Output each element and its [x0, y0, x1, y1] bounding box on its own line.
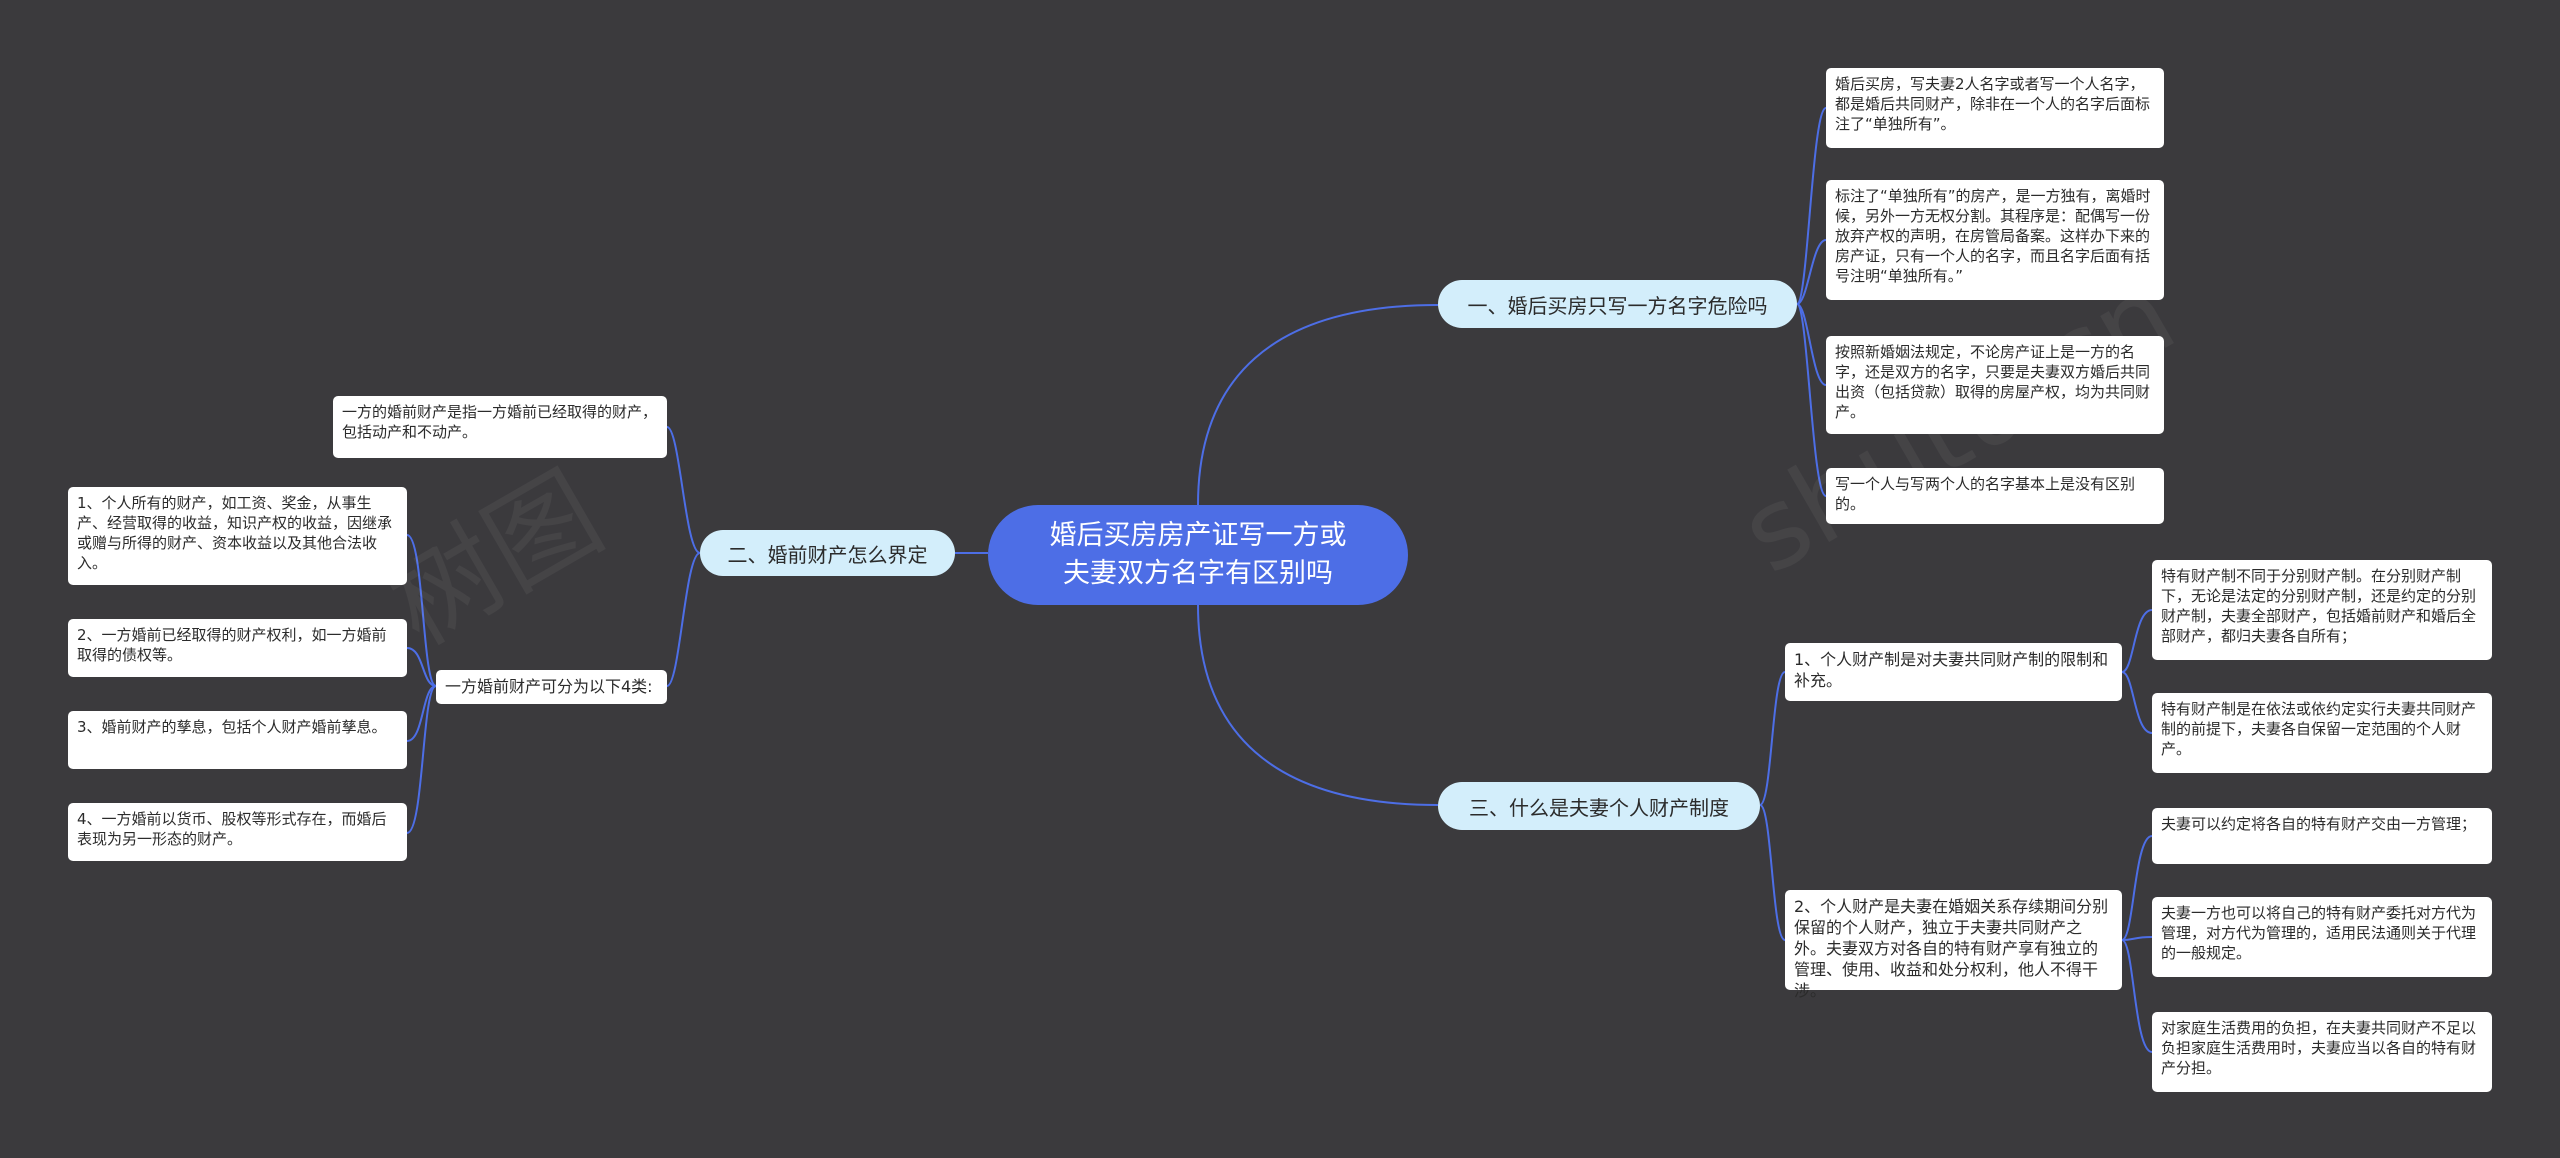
branch2-definition[interactable]: 一方的婚前财产是指一方婚前已经取得的财产，包括动产和不动产。: [333, 396, 667, 458]
branch2-category-1[interactable]: 1、个人所有的财产，如工资、奖金，从事生产、经营取得的收益，知识产权的收益，因继…: [68, 487, 407, 585]
branch3-sub-2[interactable]: 2、个人财产是夫妻在婚姻关系存续期间分别保留的个人财产，独立于夫妻共同财产之外。…: [1785, 890, 2122, 1000]
edge-b3-sub1: [1759, 671, 1786, 806]
edge-mid-leaf3: [406, 685, 437, 742]
edge-mid-leaf4: [406, 685, 437, 834]
branch1-leaf-2[interactable]: 标注了“单独所有”的房产，是一方独有，离婚时候，另外一方无权分割。其程序是：配偶…: [1826, 180, 2164, 300]
edge-b1-leaf4: [1796, 303, 1827, 497]
branch2-category-4[interactable]: 4、一方婚前以货币、股权等形式存在，而婚后表现为另一形态的财产。: [68, 803, 407, 861]
edge-sub2-leaf3: [2121, 939, 2153, 1053]
edge-b1-leaf1: [1796, 107, 1827, 305]
branch-1[interactable]: 一、婚后买房只写一方名字危险吗: [1438, 280, 1797, 328]
branch3-sub1-leaf-1[interactable]: 特有财产制不同于分别财产制。在分别财产制下，无论是法定的分别财产制，还是约定的分…: [2152, 560, 2492, 660]
edge-mid-leaf2: [406, 647, 437, 687]
edge-central-branch3: [1197, 604, 1439, 806]
central-topic[interactable]: 婚后买房房产证写一方或 夫妻双方名字有区别吗: [988, 505, 1408, 605]
edge-b2-mid: [666, 552, 701, 687]
edge-b1-leaf3: [1796, 303, 1827, 386]
branch3-sub2-leaf-3[interactable]: 对家庭生活费用的负担，在夫妻共同财产不足以负担家庭生活费用时，夫妻应当以各自的特…: [2152, 1012, 2492, 1092]
edge-sub2-leaf2: [2121, 936, 2153, 941]
branch2-category-2[interactable]: 2、一方婚前已经取得的财产权利，如一方婚前取得的债权等。: [68, 619, 407, 677]
branch-3[interactable]: 三、什么是夫妻个人财产制度: [1438, 782, 1760, 830]
central-topic-line2: 夫妻双方名字有区别吗: [1063, 558, 1333, 589]
branch3-sub1-leaf-2[interactable]: 特有财产制是在依法或依约定实行夫妻共同财产制的前提下，夫妻各自保留一定范围的个人…: [2152, 693, 2492, 773]
branch1-leaf-1[interactable]: 婚后买房，写夫妻2人名字或者写一个人名字，都是婚后共同财产，除非在一个人的名字后…: [1826, 68, 2164, 148]
edge-b2-def: [666, 426, 701, 554]
branch-2[interactable]: 二、婚前财产怎么界定: [700, 530, 955, 576]
branch2-four-categories[interactable]: 一方婚前财产可分为以下4类:: [436, 670, 667, 704]
edge-b1-leaf2: [1796, 239, 1827, 305]
branch1-leaf-4[interactable]: 写一个人与写两个人的名字基本上是没有区别的。: [1826, 468, 2164, 524]
edge-central-branch1: [1197, 304, 1439, 506]
edge-sub1-leaf1: [2121, 609, 2153, 673]
edge-sub1-leaf2: [2121, 671, 2153, 734]
edge-mid-leaf1: [406, 534, 437, 687]
branch3-sub2-leaf-2[interactable]: 夫妻一方也可以将自己的特有财产委托对方代为管理，对方代为管理的，适用民法通则关于…: [2152, 897, 2492, 977]
branch1-leaf-3[interactable]: 按照新婚姻法规定，不论房产证上是一方的名字，还是双方的名字，只要是夫妻双方婚后共…: [1826, 336, 2164, 434]
edge-b3-sub2: [1759, 804, 1786, 941]
branch3-sub-1[interactable]: 1、个人财产制是对夫妻共同财产制的限制和补充。: [1785, 643, 2122, 701]
branch3-sub2-leaf-1[interactable]: 夫妻可以约定将各自的特有财产交由一方管理；: [2152, 808, 2492, 864]
central-topic-line1: 婚后买房房产证写一方或: [1049, 520, 1347, 551]
branch2-category-3[interactable]: 3、婚前财产的孳息，包括个人财产婚前孳息。: [68, 711, 407, 769]
edge-sub2-leaf1: [2121, 835, 2153, 941]
